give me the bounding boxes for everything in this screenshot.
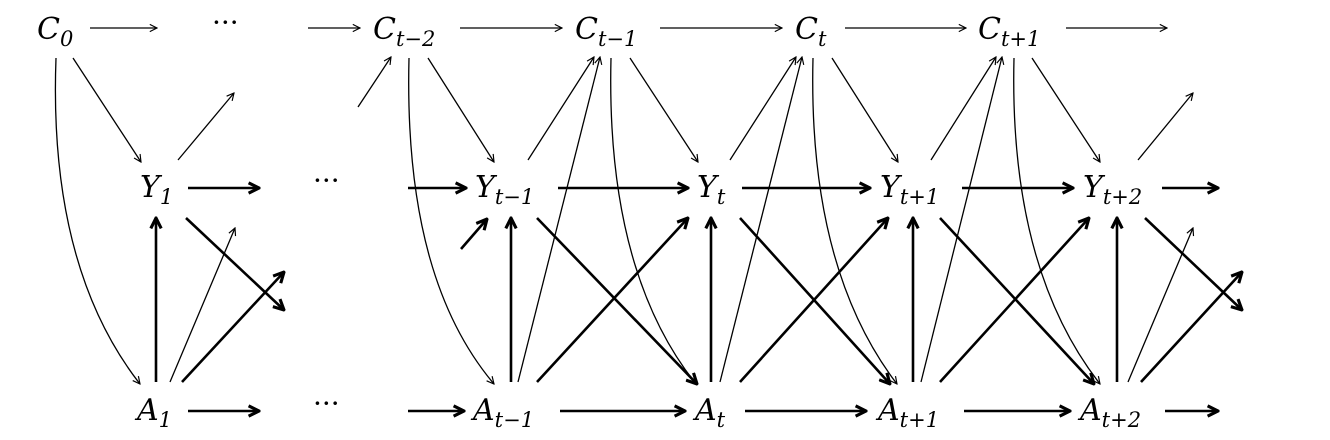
edges-a-to-c xyxy=(169,57,1193,383)
ellipsis-middle: ··· xyxy=(313,164,340,197)
edges-c-to-y xyxy=(72,57,1100,162)
node-y-t-plus-1: Yt+1 xyxy=(880,170,939,209)
node-y-t-plus-2: Yt+2 xyxy=(1083,170,1142,209)
node-c-t-plus-1: Ct+1 xyxy=(978,12,1040,51)
node-c-t-minus-2: Ct−2 xyxy=(373,12,435,51)
node-y-t: Yt xyxy=(697,170,726,209)
edges-y-to-next-a xyxy=(185,217,1242,384)
node-a-t-plus-1: At+1 xyxy=(875,393,939,432)
node-c0: C0 xyxy=(37,12,73,51)
edges-c-to-a xyxy=(54,57,1100,384)
edges-a-to-y-vertical xyxy=(156,218,1117,382)
edges-y-to-c xyxy=(177,57,1193,161)
node-y-t-minus-1: Yt−1 xyxy=(475,170,534,209)
node-a1: A1 xyxy=(134,393,172,432)
node-a-t: At xyxy=(692,393,726,432)
ellipsis-top: ··· xyxy=(212,6,239,39)
node-a-t-minus-1: At−1 xyxy=(470,393,534,432)
node-y1: Y1 xyxy=(140,170,173,209)
node-c-t: Ct xyxy=(795,12,827,51)
node-c-t-minus-1: Ct−1 xyxy=(575,12,637,51)
ellipsis-bottom: ··· xyxy=(313,387,340,420)
node-a-t-plus-2: At+2 xyxy=(1077,393,1141,432)
